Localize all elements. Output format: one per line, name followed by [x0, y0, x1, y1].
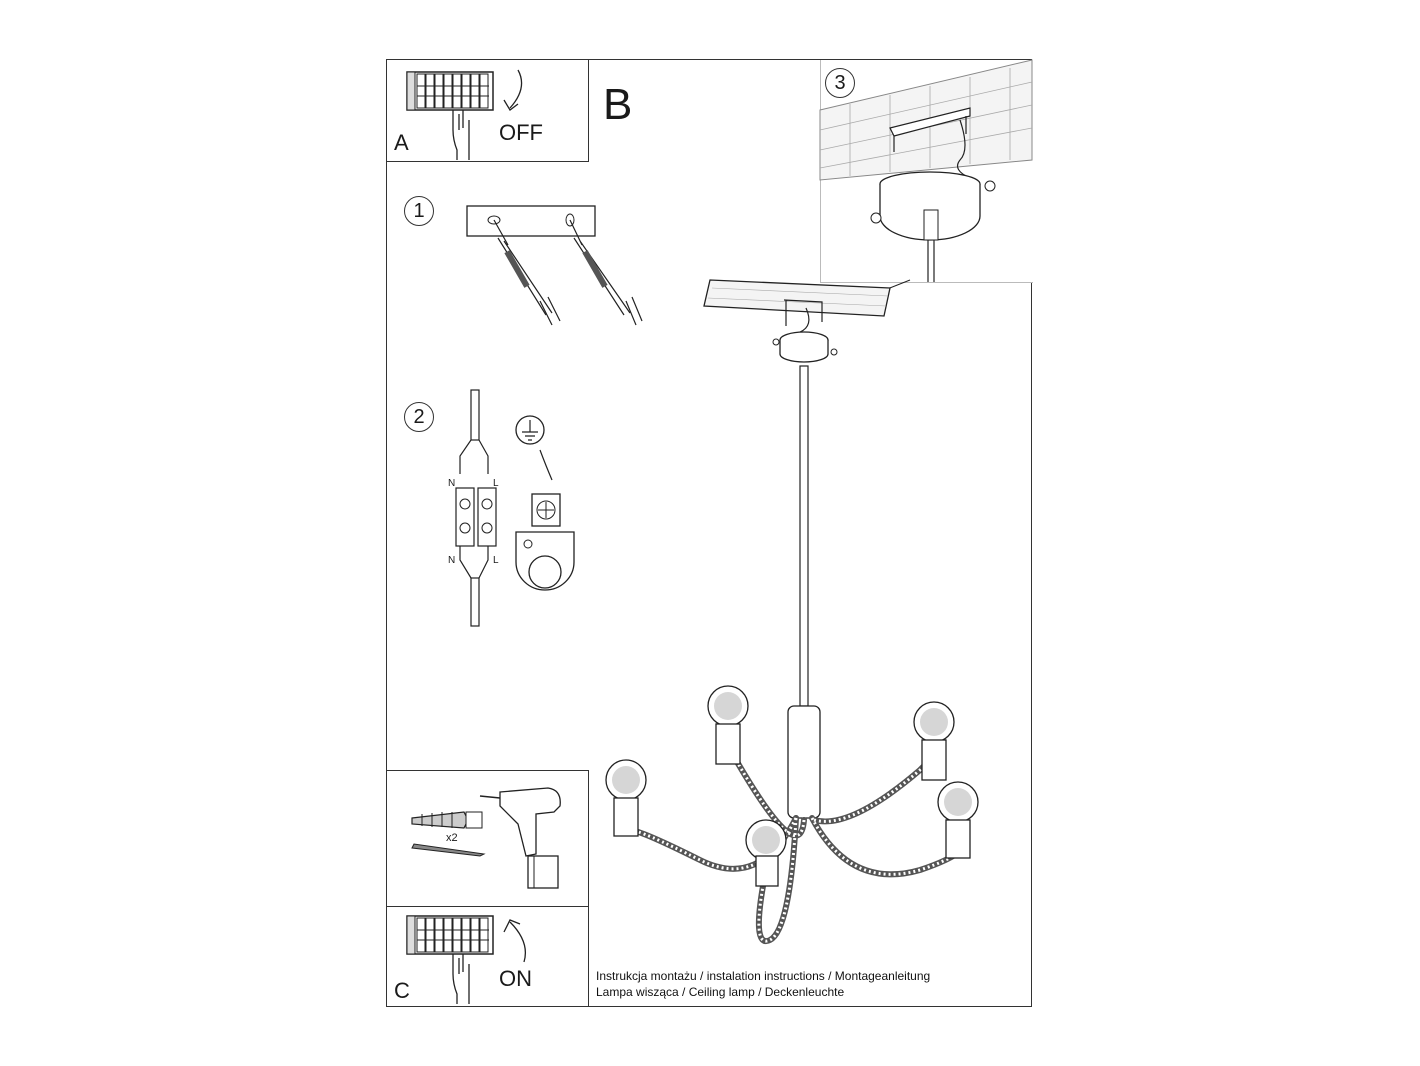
drill-icon: [479, 787, 561, 889]
panel-a-letter: A: [394, 130, 409, 155]
step-1-marker: 1: [404, 196, 434, 226]
power-off-label: OFF: [499, 120, 543, 145]
step-2-marker: 2: [404, 402, 434, 432]
breaker-panel-icon: [406, 915, 494, 1004]
neutral-label-top: N: [448, 478, 456, 489]
live-label-top: L: [493, 478, 499, 489]
caption-instructions: Instrukcja montażu / instalation instruc…: [596, 969, 931, 983]
terminal-block-wiring-illustration: [455, 389, 497, 627]
panel-c-letter: C: [394, 978, 410, 1003]
neutral-label-bottom: N: [448, 555, 456, 566]
live-label-bottom: L: [493, 555, 499, 566]
quantity-label: x2: [446, 832, 458, 844]
wall-plug-screw-icon: [411, 811, 486, 857]
caption-product: Lampa wisząca / Ceiling lamp / Deckenleu…: [596, 985, 845, 999]
ground-terminal-illustration: [515, 415, 575, 591]
panel-b-letter: B: [603, 80, 633, 129]
arrow-down-icon: [503, 69, 523, 111]
pendant-lamp-illustration: [605, 279, 979, 945]
arrow-up-icon: [503, 919, 527, 963]
ceiling-canopy-detail-illustration: [819, 59, 1033, 282]
power-on-label: ON: [499, 966, 532, 991]
mounting-plate-drilling-illustration: [466, 205, 643, 326]
breaker-panel-icon: [406, 71, 494, 160]
step-3-marker: 3: [825, 68, 855, 98]
